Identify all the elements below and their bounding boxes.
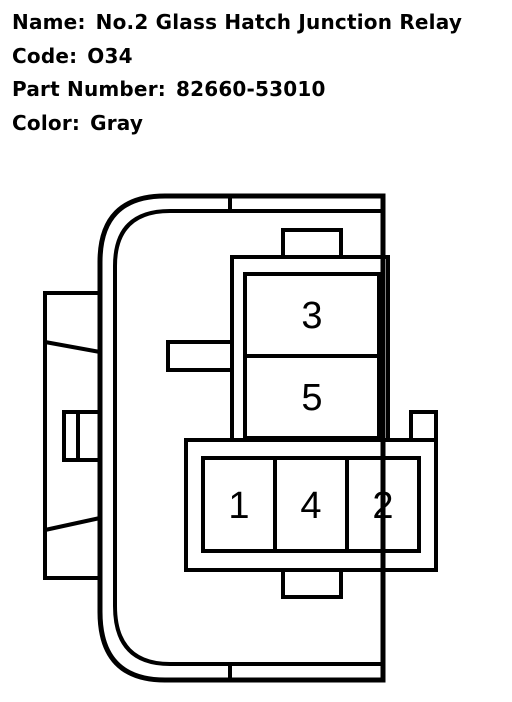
connector-housing-outer [97,193,386,683]
color-row: Color: Gray [12,107,462,141]
locking-tab-line-upper [44,340,101,354]
part-number-value: 82660-53010 [175,77,326,101]
top-key [281,228,343,257]
upper-terminal-block [230,255,390,440]
pin-label-3: 3 [301,295,322,337]
code-row: Code: O34 [12,40,462,74]
code-label: Code: [12,43,78,68]
color-label: Color: [12,110,81,135]
right-key [409,410,438,440]
pin-label-1: 1 [228,485,249,527]
terminal-cavity-2 [345,456,421,553]
pin-label-5: 5 [301,377,322,419]
locking-tab-nub [62,410,102,462]
connector-info: Name: No.2 Glass Hatch Junction Relay Cod… [12,6,462,140]
name-label: Name: [12,10,86,34]
pin-label-4: 4 [300,485,321,527]
lower-terminal-block [184,438,438,572]
bottom-key [281,570,343,599]
locking-tab-line-lower [44,516,101,532]
color-value: Gray [90,110,144,135]
name-value: No.2 Glass Hatch Junction Relay [95,10,463,34]
connector-housing-inner [113,209,383,666]
locking-tab [43,291,100,580]
code-value: O34 [87,43,133,68]
part-number-row: Part Number: 82660-53010 [12,73,462,107]
part-number-label: Part Number: [12,77,166,101]
pin-label-2: 2 [372,485,393,527]
name-row: Name: No.2 Glass Hatch Junction Relay [12,6,462,40]
left-key [166,340,232,372]
